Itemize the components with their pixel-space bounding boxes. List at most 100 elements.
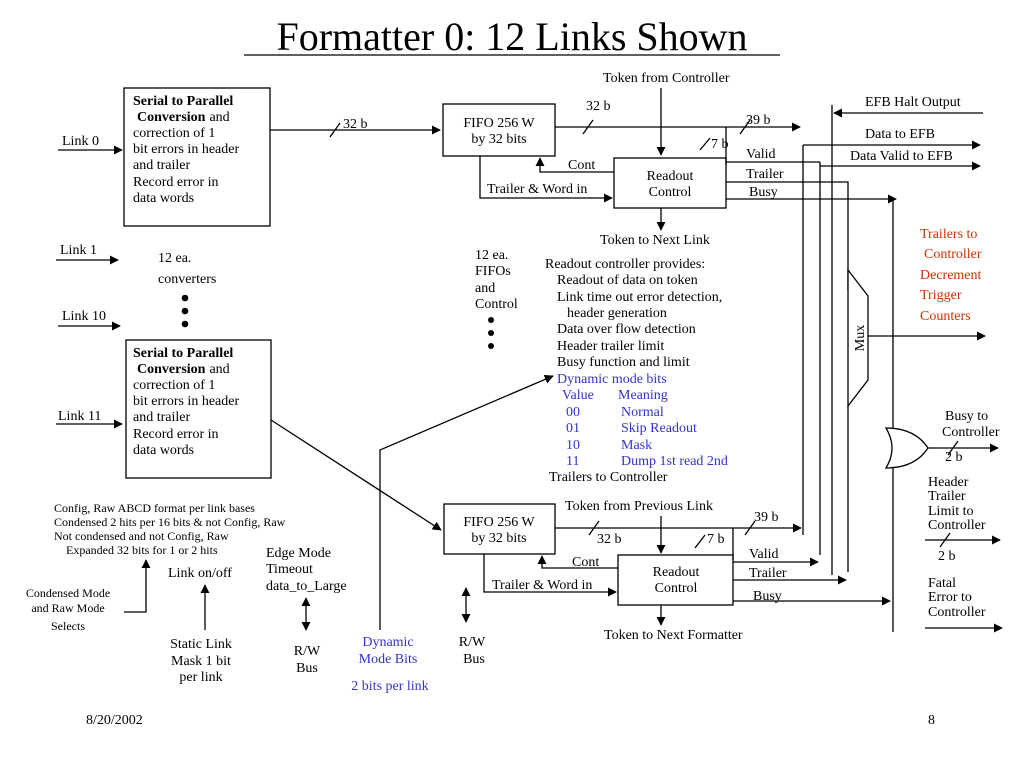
dynamic-mode-heading: Dynamic mode bits <box>557 372 667 387</box>
bits-per-link-label: 2 bits per link <box>351 679 428 694</box>
mode-table-value: 00 <box>566 405 580 420</box>
converter-box-top <box>123 87 271 227</box>
bus-slash <box>588 520 600 536</box>
converter-bottom-line: Record error in <box>133 427 219 442</box>
readout-provides-heading: Readout controller provides: <box>545 257 705 272</box>
footer-date: 8/20/2002 <box>86 713 143 728</box>
bus-slash <box>699 137 711 151</box>
config-note: Condensed 2 hits per 16 bits & not Confi… <box>54 515 286 529</box>
mode-table-meaning: Skip Readout <box>621 421 697 436</box>
mode-table-meaning: Mask <box>621 438 652 453</box>
link-10-label: Link 10 <box>62 309 106 324</box>
static-link-mask-label: Static Link <box>170 637 232 652</box>
cont-label-bottom: Cont <box>572 555 599 570</box>
readout-control-box-bottom <box>617 554 734 606</box>
header-trailer-limit-label: Limit to <box>928 504 974 519</box>
ellipsis-dot <box>488 343 494 349</box>
condensed-mode-arrow <box>124 559 151 613</box>
trailers-to-controller-label: Trigger <box>920 288 962 303</box>
static-link-mask-label: Mask 1 bit <box>171 654 231 669</box>
mode-table-value: 10 <box>566 438 580 453</box>
bus-width-label: 39 b <box>746 113 771 128</box>
ellipsis-dot <box>181 294 189 302</box>
dynamic-mode-bits-label: Dynamic <box>362 635 413 650</box>
converter-box-bottom <box>125 339 272 479</box>
data-to-efb-label: Data to EFB <box>865 127 935 142</box>
converter-bottom-line: bit errors in header <box>133 394 239 409</box>
converter-to-fifo-bottom <box>270 419 442 531</box>
trailer-word-in-arrow-bottom <box>483 554 617 597</box>
fatal-error-label: Fatal <box>928 576 956 591</box>
condensed-mode-label: Selects <box>51 619 85 633</box>
converter-bottom-line: data words <box>133 443 194 458</box>
header-trailer-limit-label: Trailer <box>928 489 966 504</box>
mode-table-header: Meaning <box>618 388 668 403</box>
busy-to-controller-label: Busy to <box>945 409 988 424</box>
mux-label: Mux <box>853 325 868 351</box>
trailer-label-top: Trailer <box>746 167 784 182</box>
fifo-top-label: FIFO 256 W <box>463 116 535 131</box>
fatal-error-label: Error to <box>928 590 972 605</box>
valid-label-bottom: Valid <box>749 547 779 562</box>
cont-label-top: Cont <box>568 158 595 173</box>
fifo-bottom-label: by 32 bits <box>471 531 526 546</box>
fifo-box-top <box>442 103 556 157</box>
config-note: Config, Raw ABCD format per link bases <box>54 501 255 515</box>
fifos-count-label: and <box>475 281 495 296</box>
token-to-next-formatter-label: Token to Next Formatter <box>604 628 743 643</box>
readout-provides-item: Data over flow detection <box>557 322 696 337</box>
converter-top-line: Record error in <box>133 175 219 190</box>
trailers-to-controller-label: Trailers to <box>920 227 977 242</box>
mode-table-value: 11 <box>566 454 579 469</box>
readout-provides-item: header generation <box>567 306 667 321</box>
fifos-count-label: 12 ea. <box>475 248 508 263</box>
link-onoff-label: Link on/off <box>168 566 232 581</box>
cont-arrow-top <box>535 157 614 173</box>
condensed-mode-label: Condensed Mode <box>26 586 110 600</box>
readout-control-top-label: Control <box>649 185 692 200</box>
link-0-label: Link 0 <box>62 134 99 149</box>
static-link-mask-label: per link <box>179 670 222 685</box>
mode-table-header: Value <box>562 388 594 403</box>
bus-width-label: 32 b <box>586 99 611 114</box>
dynamic-mode-bits-arrow <box>379 375 554 630</box>
efb-halt-output-label: EFB Halt Output <box>865 95 961 110</box>
rw-bus-label: R/W <box>294 644 321 659</box>
bus-slash <box>694 534 706 549</box>
edge-mode-label: Edge Mode <box>266 546 331 561</box>
token-from-previous-link-label: Token from Previous Link <box>565 499 713 514</box>
readout-provides-item: Header trailer limit <box>557 339 664 354</box>
trailers-to-controller-line: Trailers to Controller <box>549 470 668 485</box>
converter-bottom-line: correction of 1 <box>133 378 215 393</box>
bus-width-label: 7 b <box>711 137 729 152</box>
bus-slash <box>329 122 341 138</box>
fifos-count-label: Control <box>475 297 518 312</box>
readout-control-box-top <box>613 157 727 209</box>
trailer-word-in-arrow-top <box>479 156 613 203</box>
ellipsis-dot <box>488 317 494 323</box>
bus-slash <box>582 119 594 135</box>
bus-width-label: 39 b <box>754 510 779 525</box>
edge-mode-label: data_to_Large <box>266 579 347 594</box>
bus-slash <box>744 520 756 536</box>
mode-table-meaning: Dump 1st read 2nd <box>621 454 728 469</box>
config-note: Expanded 32 bits for 1 or 2 hits <box>66 543 218 557</box>
ellipsis-dot <box>181 320 189 328</box>
cont-arrow-bottom <box>537 555 618 569</box>
converter-top-heading1: Serial to Parallel <box>133 94 233 109</box>
fatal-error-label: Controller <box>928 605 986 620</box>
readout-provides-item: Busy function and limit <box>557 355 690 370</box>
trailer-word-in-label-bottom: Trailer & Word in <box>492 578 592 593</box>
rw-bus-label: R/W <box>459 635 486 650</box>
edge-mode-label: Timeout <box>266 562 313 577</box>
converters-count-label: 12 ea. <box>158 251 191 266</box>
bus-slash <box>939 532 951 548</box>
page-title: Formatter 0: 12 Links Shown <box>276 14 747 59</box>
converter-bottom-heading1: Serial to Parallel <box>133 346 233 361</box>
fifos-count-label: FIFOs <box>475 264 511 279</box>
converter-top-line: data words <box>133 191 194 206</box>
mode-table-meaning: Normal <box>621 405 664 420</box>
